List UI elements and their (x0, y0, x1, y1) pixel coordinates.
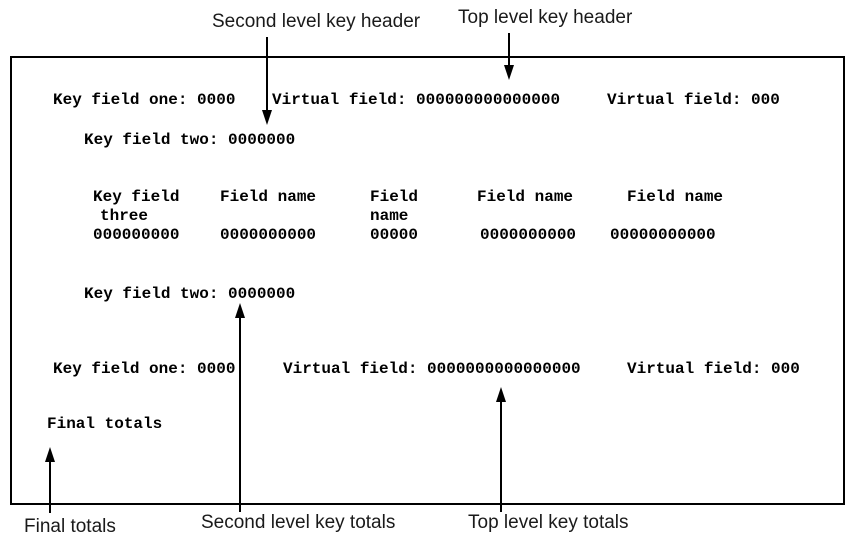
column-value: 0000000000 (480, 226, 577, 244)
report-box (10, 56, 845, 505)
arrow-up-icon (235, 303, 245, 318)
column-value: 00000000000 (610, 226, 716, 244)
arrow-down-icon (504, 65, 514, 80)
callout-top-level-key-totals: Top level key totals (468, 512, 629, 533)
column-value: 0000000000 (220, 226, 317, 244)
column-header: Field name (220, 188, 317, 206)
top-totals-virtual-field-long: Virtual field: 0000000000000000 (283, 360, 581, 378)
top-header-key-field-one: Key field one: 0000 (53, 91, 236, 109)
callout-second-level-key-totals: Second level key totals (201, 512, 396, 533)
column-value: 00000 (370, 226, 419, 244)
top-totals-key-field-one: Key field one: 0000 (53, 360, 236, 378)
arrow-up-icon (496, 387, 506, 402)
callout-top-level-key-header: Top level key header (458, 7, 633, 28)
arrow-shaft (239, 317, 241, 512)
callout-final-totals: Final totals (24, 516, 116, 537)
column-header: Field name (477, 188, 574, 206)
second-totals-key-field-two: Key field two: 0000000 (84, 285, 296, 303)
arrow-shaft (508, 33, 510, 66)
column-header-wrap: three (100, 207, 149, 225)
column-value: 000000000 (93, 226, 180, 244)
arrow-down-icon (262, 110, 272, 125)
column-header: Key field (93, 188, 180, 206)
final-totals-text: Final totals (47, 415, 163, 433)
top-totals-virtual-field-short: Virtual field: 000 (627, 360, 800, 378)
arrow-up-icon (45, 447, 55, 462)
arrow-shaft (266, 37, 268, 110)
arrow-shaft (500, 401, 502, 512)
callout-second-level-key-header: Second level key header (212, 11, 421, 32)
arrow-shaft (49, 461, 51, 513)
column-header-wrap: name (370, 207, 409, 225)
column-header: Field (370, 188, 419, 206)
top-header-virtual-field-long: Virtual field: 000000000000000 (272, 91, 561, 109)
second-header-key-field-two: Key field two: 0000000 (84, 131, 296, 149)
column-header: Field name (627, 188, 724, 206)
top-header-virtual-field-short: Virtual field: 000 (607, 91, 780, 109)
